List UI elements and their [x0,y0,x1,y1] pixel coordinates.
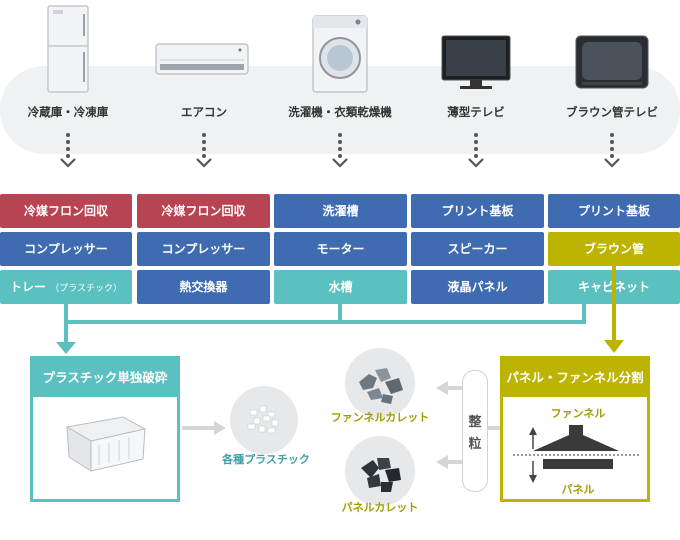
part-motor: モーター [274,232,407,266]
dotted-down-arrow-icon [60,133,76,168]
panel-funnel-split-box: パネル・ファンネル分割 ファンネル パネル [500,356,650,502]
part-refrigerant-recovery: 冷媒フロン回収 [137,194,270,228]
sizing-step-char-2: 粒 [468,437,482,452]
arrow-to-panel-box [604,340,624,353]
appliance-crt-tv: ブラウン管テレビ [544,0,680,168]
appliance-air-conditioner: エアコン [136,0,272,168]
part-tray-note: （プラスチック） [50,284,123,294]
sizing-step-pill: 整 粒 [462,370,488,492]
arrow-to-panel-cullet [436,455,448,469]
appliance-label: 薄型テレビ [447,105,505,119]
flat-tv-icon [441,35,511,89]
part-tray-label: トレー [9,280,46,294]
air-conditioner-icon [155,43,249,75]
sizing-step-char-1: 整 [468,415,482,430]
part-heat-exchanger: 熱交換器 [137,270,270,304]
appliance-label: エアコン [181,105,227,119]
part-washing-tub: 洗濯槽 [274,194,407,228]
arrow-to-funnel-cullet [436,381,448,395]
part-compressor: コンプレッサー [0,232,132,266]
part-circuit-board: プリント基板 [411,194,544,228]
plastic-pellets-icon [247,405,279,434]
part-refrigerant-recovery: 冷媒フロン回収 [0,194,132,228]
part-circuit-board: プリント基板 [548,194,680,228]
part-tray: トレー （プラスチック） [0,270,132,304]
panel-cullet-icon [361,458,401,492]
arrow-to-plastic-box [56,342,76,354]
panel-cullet-label: パネルカレット [341,501,419,514]
part-compressor: コンプレッサー [137,232,270,266]
dotted-down-arrow-icon [332,133,348,168]
washing-machine-icon [312,15,368,93]
appliance-flat-tv: 薄型テレビ [408,0,544,168]
funnel-cullet-circle [345,348,415,418]
dotted-down-arrow-icon [196,133,212,168]
part-speaker: スピーカー [411,232,544,266]
plastic-output-circle [230,386,298,454]
panel-funnel-split-title: パネル・ファンネル分割 [503,359,647,397]
crt-tv-icon [575,35,649,89]
plastic-output-label: 各種プラスチック [222,453,310,466]
plastic-tray-icon [65,416,147,472]
appliance-refrigerator: 冷蔵庫・冷凍庫 [0,0,136,168]
funnel-label: ファンネル [550,407,606,420]
part-crt-tube: ブラウン管 [548,232,680,266]
plastic-crushing-title: プラスチック単独破砕 [33,359,177,397]
funnel-cullet-icon [359,368,403,404]
appliance-label: 洗濯機・衣類乾燥機 [288,105,392,119]
panel-label: パネル [561,483,595,496]
panel-cullet-circle [345,436,415,506]
appliance-label: 冷蔵庫・冷凍庫 [27,105,109,119]
dotted-down-arrow-icon [604,133,620,168]
appliance-label: ブラウン管テレビ [566,105,658,119]
funnel-cullet-label: ファンネルカレット [330,411,430,424]
part-water-tub: 水槽 [274,270,407,304]
refrigerator-icon [47,5,89,93]
plastic-crushing-box: プラスチック単独破砕 [30,356,180,502]
appliance-washing-machine: 洗濯機・衣類乾燥機 [272,0,408,168]
crt-split-diagram-icon [513,425,639,483]
part-lcd-panel: 液晶パネル [411,270,544,304]
dotted-down-arrow-icon [468,133,484,168]
arrow-to-plastics [214,421,226,435]
